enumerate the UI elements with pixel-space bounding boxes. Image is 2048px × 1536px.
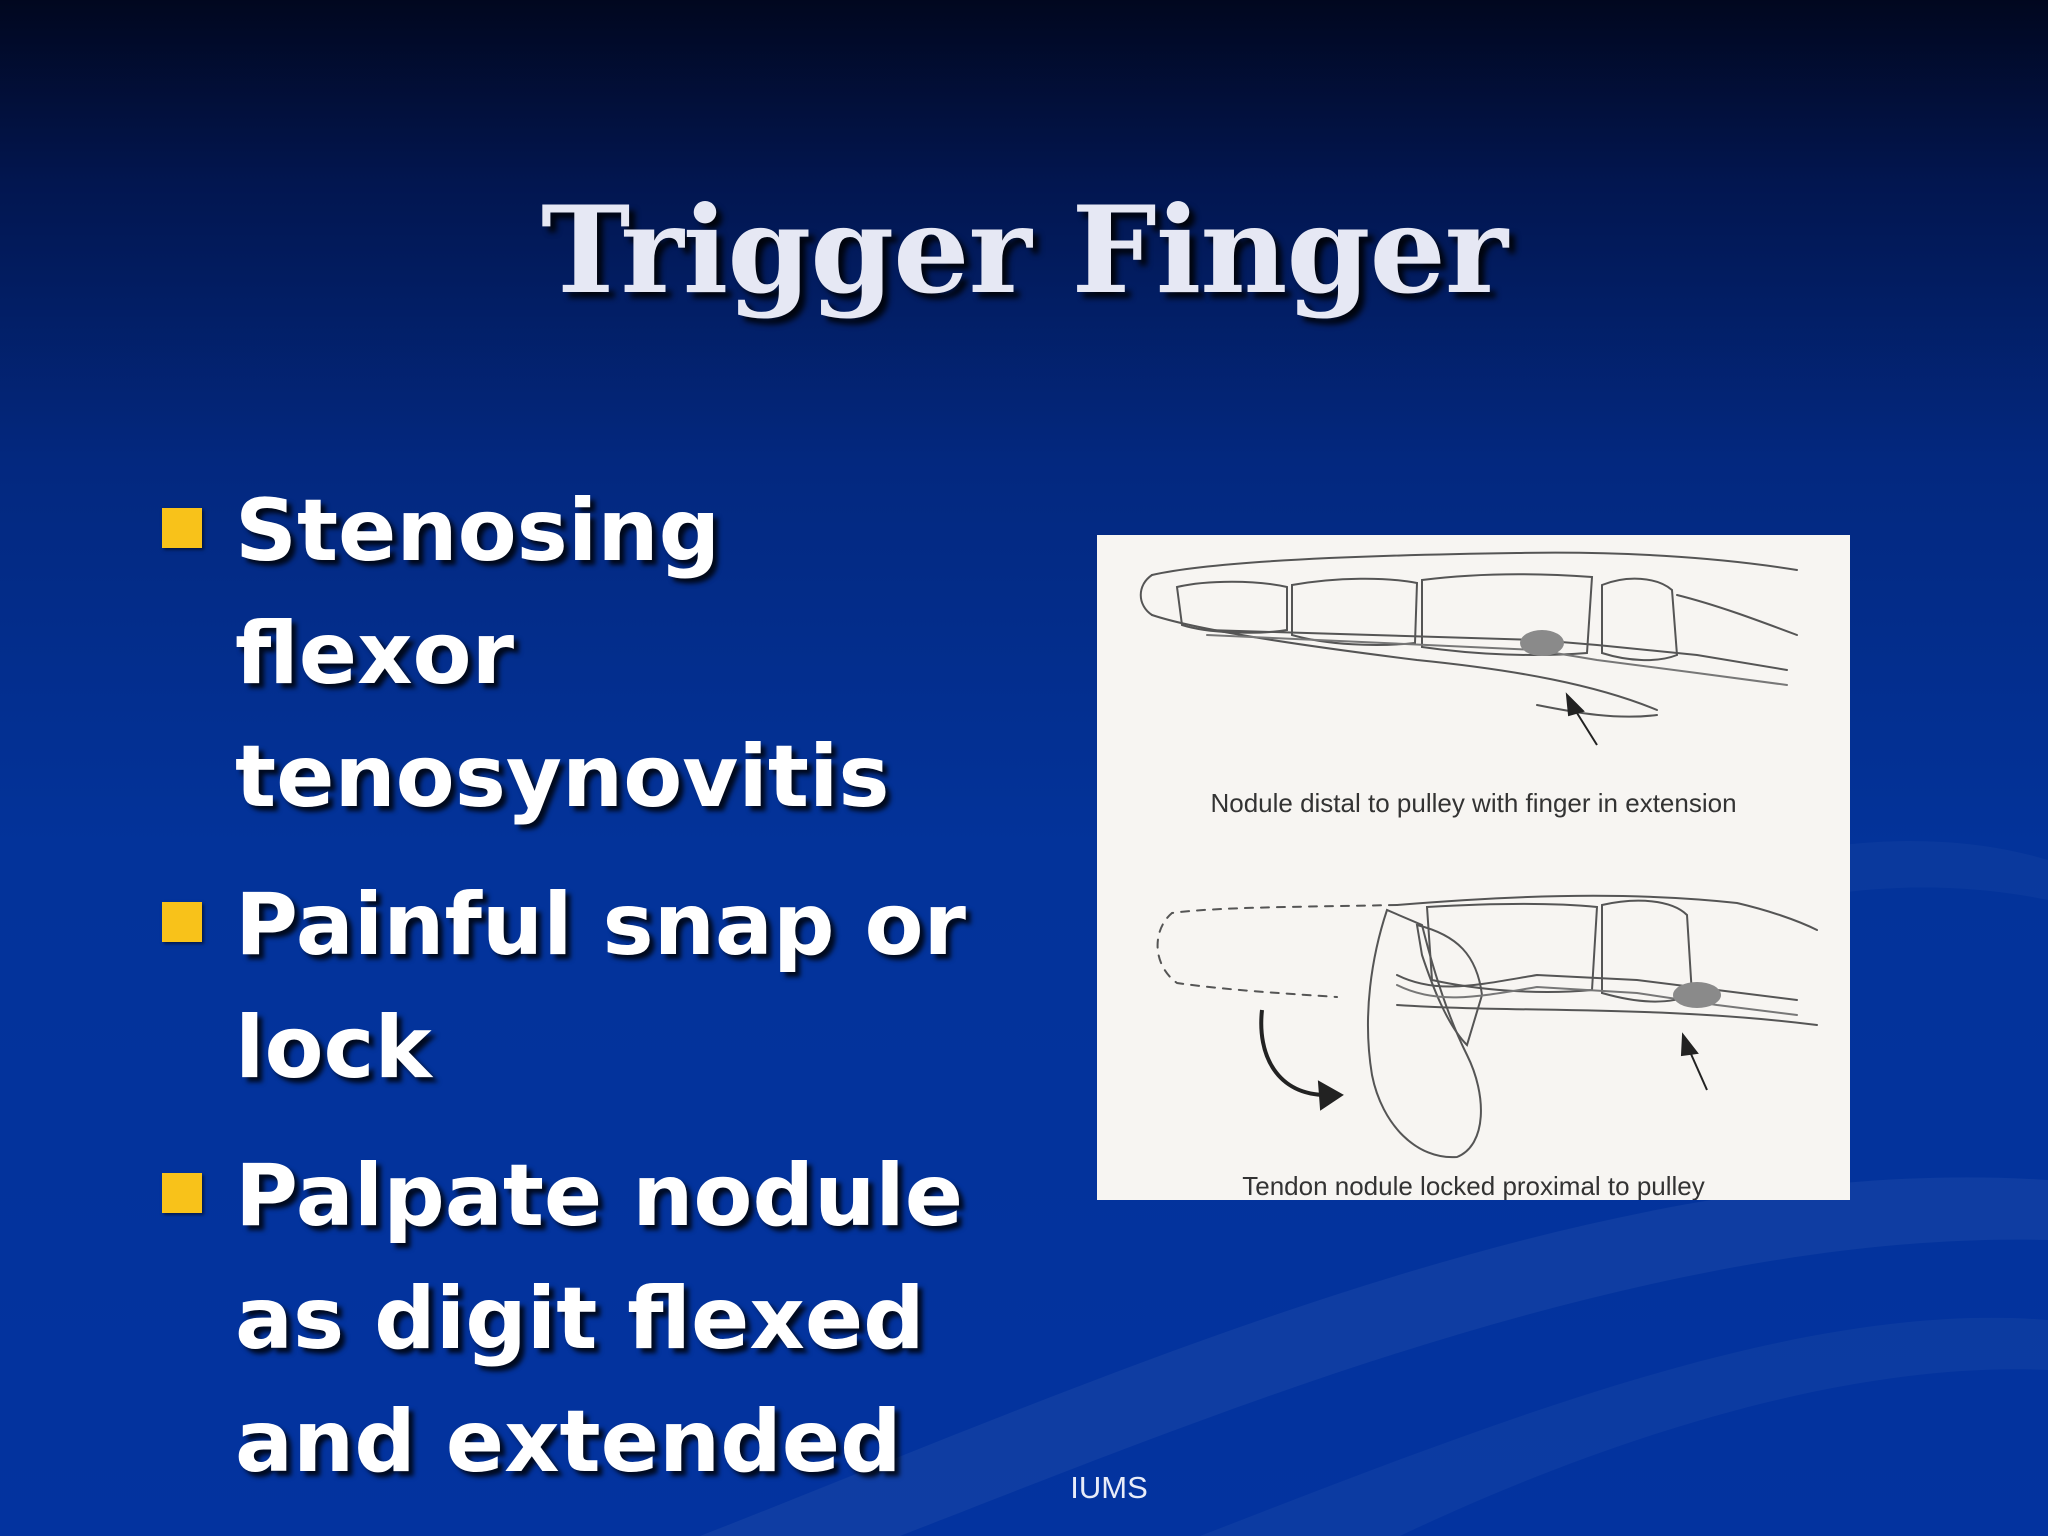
bullet-item: Palpate nodule as digit flexed and exten… [160,1135,1020,1504]
bullet-line: Painful snap or [235,875,966,975]
flexed-metacarpal [1601,899,1694,1003]
curved-flex-arrow-head [1317,1080,1344,1111]
caption-locked: Tendon nodule locked proximal to pulley [1242,1171,1705,1200]
metacarpal-head [1601,577,1679,662]
phalanx-3 [1421,573,1594,656]
tendon-bottom [1206,634,1788,686]
bullet-list: Stenosing flexor tenosynovitis Painful s… [160,470,1020,1529]
arrow-bottom-head [1680,1032,1699,1057]
square-bullet-icon [162,508,202,548]
bullet-item: Painful snap or lock [160,864,1020,1110]
flexed-phalanx-2 [1415,923,1484,1047]
tendon-top [1206,629,1788,671]
flexed-outline-bottom [1396,1004,1818,1026]
arrow-top-head [1565,692,1585,717]
flexed-tendon [1396,973,1798,1001]
nodule-bottom [1673,982,1721,1008]
phalanx-1 [1175,580,1288,634]
curved-flex-arrow [1259,1009,1328,1097]
finger-anatomy-illustration: Nodule distal to pulley with finger in e… [1097,535,1850,1200]
finger-outline-bottom [1151,614,1658,711]
square-bullet-icon [162,902,202,942]
finger-drawing [1139,551,1818,1159]
bullet-line: Stenosing flexor [235,481,721,704]
finger-outline-top [1151,551,1798,576]
palm-line-bottom [1536,704,1658,718]
square-bullet-icon [162,1173,202,1213]
nodule-top [1520,630,1564,656]
dashed-extended-outline [1156,904,1398,998]
palm-line-top [1676,594,1798,636]
caption-extension: Nodule distal to pulley with finger in e… [1210,788,1737,818]
flexed-tendon-lower [1396,984,1798,1016]
flexed-outline-top [1396,894,1818,931]
bullet-line: tenosynovitis [235,727,890,827]
slide-title: Trigger Finger [540,180,1508,321]
bullet-line: lock [235,998,432,1098]
footer-text: IUMS [1070,1470,1148,1505]
flexed-phalanx-3 [1425,903,1599,993]
bullet-line: and extended [235,1392,902,1492]
bullet-line: as digit flexed [235,1269,925,1369]
bullet-item: Stenosing flexor tenosynovitis [160,470,1020,839]
flexed-phalanx-1 [1366,908,1482,1159]
fingertip [1139,574,1153,616]
bullet-line: Palpate nodule [235,1146,964,1246]
